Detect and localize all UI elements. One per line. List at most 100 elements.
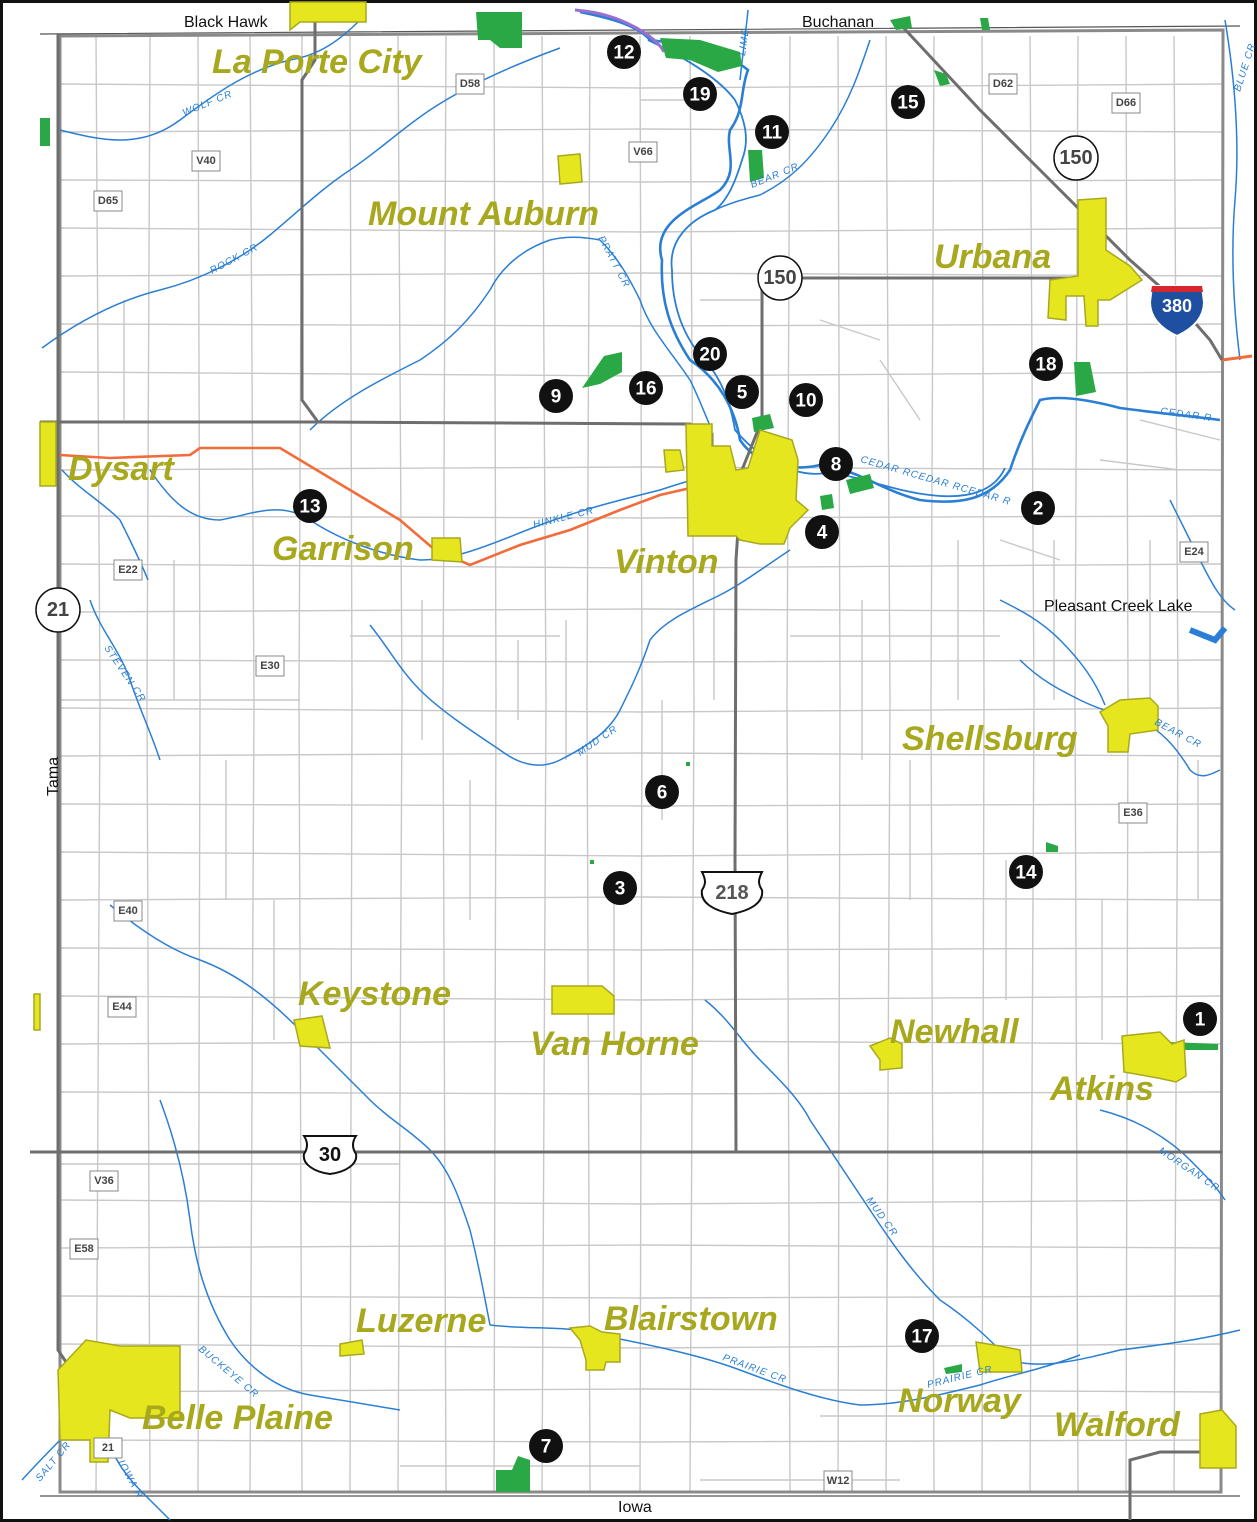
county-boundary [58, 28, 1225, 1494]
minor-road-ns [837, 35, 841, 1493]
site-marker-13[interactable]: 13 [293, 489, 327, 523]
site-marker-3[interactable]: 3 [603, 871, 637, 905]
shield-us-218: 218 [700, 871, 764, 916]
town-areas [33, 1, 1237, 1469]
site-marker-label: 10 [795, 391, 816, 412]
minor-road-segment [879, 359, 921, 421]
minor-road-ew [59, 659, 1223, 663]
minor-road-ns [541, 35, 547, 1493]
minor-road-ns [1029, 35, 1035, 1493]
shield-label-i-380: 380 [1162, 296, 1192, 316]
site-marker-15[interactable]: 15 [891, 85, 925, 119]
minor-road-ew [59, 995, 1223, 1001]
minor-road-ew [59, 179, 1223, 183]
minor-road-ns [885, 35, 891, 1493]
park-top-left [476, 12, 522, 48]
town-label-mount-auburn: Mount Auburn [368, 195, 599, 233]
site-marker-label: 16 [635, 379, 656, 400]
site-marker-12[interactable]: 12 [607, 35, 641, 69]
site-marker-9[interactable]: 9 [539, 379, 573, 413]
minor-road-segment [819, 319, 881, 341]
site-marker-11[interactable]: 11 [755, 115, 789, 149]
pratt-creek [599, 239, 713, 431]
pleasant-creek [999, 599, 1106, 706]
site-marker-label: 20 [699, 345, 720, 366]
site-marker-10[interactable]: 10 [789, 383, 823, 417]
site-marker-7[interactable]: 7 [529, 1429, 563, 1463]
middle-creek [309, 236, 601, 431]
site-marker-16[interactable]: 16 [629, 371, 663, 405]
site-marker-1[interactable]: 1 [1183, 1002, 1217, 1036]
stevens-creek [89, 599, 161, 761]
minor-road-segment [999, 539, 1061, 561]
county-road-label-d58: D58 [460, 78, 480, 90]
shield-label-us-150-mid: 150 [763, 267, 796, 289]
place-label-black-hawk: Black Hawk [184, 14, 269, 31]
county-road-label-e36: E36 [1123, 807, 1143, 819]
minor-road-ns [689, 35, 695, 1493]
county-road-label-r21: 21 [102, 1442, 114, 1454]
lime-creek [739, 9, 749, 81]
park-bear-cr [748, 150, 764, 182]
mud-creek-west [369, 549, 791, 766]
shield-us-150-mid: 150 [757, 255, 803, 301]
site-marker-14[interactable]: 14 [1009, 855, 1043, 889]
county-road-marker-w12: W12 [823, 1470, 853, 1492]
town-label-vinton: Vinton [614, 543, 719, 581]
park-3 [590, 860, 594, 864]
morgan-creek [1099, 1109, 1226, 1201]
minor-road-ew [59, 1439, 1223, 1443]
site-marker-8[interactable]: 8 [819, 447, 853, 481]
shield-us-150-north: 150 [1053, 135, 1099, 181]
site-marker-label: 14 [1015, 863, 1037, 884]
county-road-marker-d62: D62 [988, 73, 1018, 95]
shield-i-380: 380 [1148, 285, 1206, 338]
walford-road [1128, 1450, 1222, 1520]
minor-road-ns [397, 35, 403, 1493]
site-marker-2[interactable]: 2 [1021, 491, 1055, 525]
park-18 [1074, 362, 1096, 396]
county-road-label-e30: E30 [260, 660, 280, 672]
minor-road-ew [59, 323, 1223, 327]
site-marker-label: 11 [762, 123, 783, 144]
site-marker-19[interactable]: 19 [683, 77, 717, 111]
town-label-shellsburg: Shellsburg [902, 720, 1078, 758]
town-label-urbana: Urbana [934, 238, 1051, 276]
county-road-label-e44: E44 [112, 1001, 132, 1013]
site-marker-label: 12 [613, 43, 634, 64]
town-area-shellsburg [1098, 697, 1159, 753]
shield-label-us-150-north: 150 [1059, 147, 1092, 169]
minor-road-ew [59, 947, 1223, 951]
park-14 [1046, 842, 1058, 852]
site-marker-label: 5 [737, 383, 748, 404]
town-area-blairstown [568, 1325, 621, 1371]
site-marker-18[interactable]: 18 [1029, 347, 1063, 381]
site-marker-label: 1 [1195, 1010, 1206, 1031]
town-label-keystone: Keystone [298, 975, 451, 1013]
park-17 [944, 1364, 962, 1374]
minor-road-ns [442, 35, 447, 1493]
site-marker-6[interactable]: 6 [645, 775, 679, 809]
county-road-marker-v36: V36 [89, 1170, 119, 1192]
river-label-lime-cr: LIME [737, 28, 752, 57]
county-road-marker-v40: V40 [191, 150, 221, 172]
minor-road-ew [59, 1199, 1223, 1205]
minor-road-ns [1074, 35, 1079, 1493]
site-marker-5[interactable]: 5 [725, 375, 759, 409]
park-top-right [890, 16, 990, 30]
shield-us-30: 30 [302, 1135, 358, 1176]
minor-road-ns [930, 35, 935, 1493]
site-marker-17[interactable]: 17 [905, 1319, 939, 1353]
site-marker-20[interactable]: 20 [693, 337, 727, 371]
site-marker-label: 7 [541, 1437, 552, 1458]
site-marker-label: 8 [831, 455, 842, 476]
place-label-pleasant-creek-lake: Pleasant Creek Lake [1044, 598, 1193, 615]
blue-creek [1224, 19, 1241, 361]
town-area-vinton-west [663, 449, 685, 473]
town-label-la-porte-city: La Porte City [212, 43, 424, 81]
site-marker-label: 13 [299, 497, 320, 518]
town-label-garrison: Garrison [272, 530, 414, 568]
minor-road-ew [59, 83, 1223, 89]
site-marker-4[interactable]: 4 [805, 515, 839, 549]
